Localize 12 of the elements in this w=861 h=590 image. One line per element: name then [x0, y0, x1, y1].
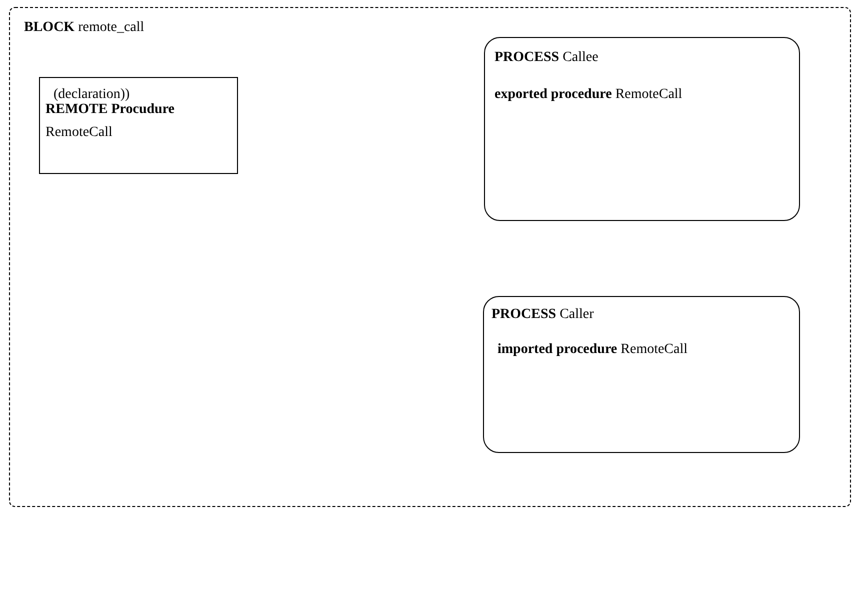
node-heading: PROCESS Caller: [492, 306, 594, 322]
node-heading: PROCESS Callee: [494, 50, 598, 66]
process-box: [482, 296, 800, 452]
node-text: RemoteCall: [46, 124, 112, 140]
node-text: imported procedure RemoteCall: [498, 342, 688, 358]
node-text: REMOTE Procudure: [46, 102, 174, 118]
node-heading: (declaration)): [54, 86, 130, 102]
node-heading: BLOCK remote_call: [24, 20, 144, 36]
process-box: [484, 36, 800, 220]
node-text: exported procedure RemoteCall: [494, 86, 682, 102]
declaration-box: [38, 76, 238, 174]
block-frame: [9, 7, 851, 507]
